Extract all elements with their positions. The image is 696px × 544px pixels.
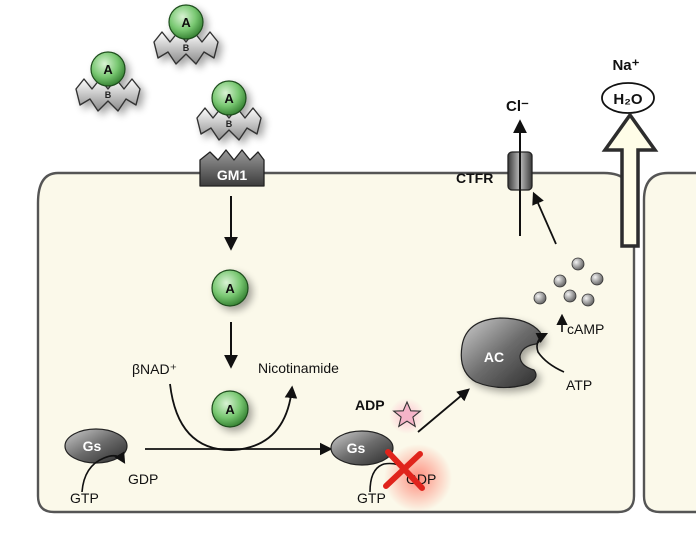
gtp-label-right: GTP [357,490,386,506]
atp-label: ATP [566,377,592,393]
nicotinamide-label: Nicotinamide [258,360,339,376]
arrow-gs-to-ac [417,388,470,433]
toxin-b-label: B [183,43,190,53]
gdp-label-left: GDP [128,471,158,487]
gm1-receptor: GM1 [199,149,265,187]
toxin-b-label: B [226,119,233,129]
adp-label: ADP [355,397,385,413]
camp-molecules [533,257,604,307]
toxin-a-label: A [103,62,113,77]
arrow-camp-to-cftr [532,191,557,245]
sodium-label: Na⁺ [612,57,639,74]
gs-protein-ribosylated: Gs ADP GTP GDP [330,397,452,512]
toxin-a-label: A [224,91,234,106]
toxin-a-label: A [181,15,191,30]
toxin-free-left: A B [75,51,141,112]
svg-text:A: A [225,402,235,417]
adenylate-cyclase: AC [460,317,542,389]
cell-membrane-main [36,171,636,514]
toxin-bound: A B [196,80,262,141]
nad-substrate-label: βNAD⁺ [132,361,177,377]
gtp-label-left: GTP [70,490,99,506]
chloride-label: Cl⁻ [506,98,529,115]
camp-label: cAMP [567,321,604,337]
adp-star-icon [392,400,422,428]
ac-label: AC [484,349,504,365]
cftr-label: CTFR [456,170,493,186]
water-efflux-arrow [601,111,659,248]
toxin-b-label: B [105,90,112,100]
gs-protein-inactive: Gs GTP GDP [64,428,158,506]
toxin-a-subunit-cytosol: A [211,269,249,307]
water-bubble [601,82,655,114]
svg-text:Gs: Gs [347,440,366,456]
toxin-free-top: A B [153,4,219,65]
atp-to-camp-curve [535,332,565,373]
water-label: H₂O [613,91,642,108]
toxin-a-subunit-enzyme: A [211,390,249,428]
block-x-icon [383,449,425,491]
cell-membrane-neighbor [642,171,696,514]
nad-reaction-curve [169,383,298,451]
gm1-label: GM1 [217,167,248,183]
svg-text:A: A [225,281,235,296]
svg-text:Gs: Gs [83,438,102,454]
